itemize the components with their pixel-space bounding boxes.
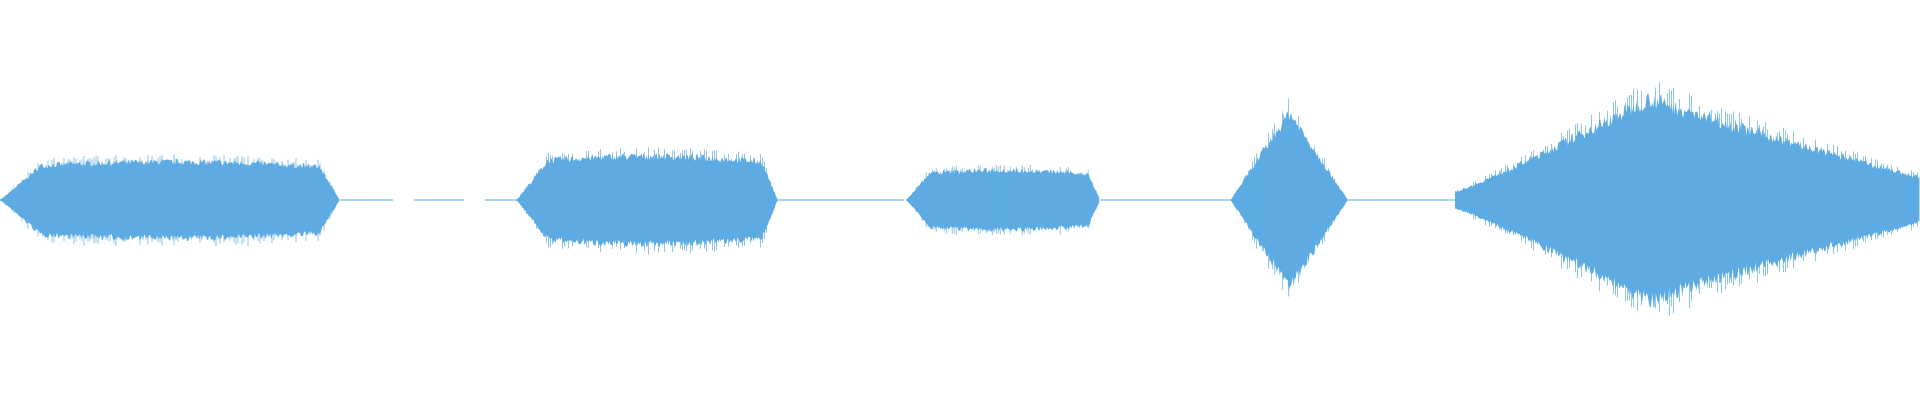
waveform-body (1455, 93, 1920, 309)
waveform-burst-4 (1230, 98, 1348, 297)
waveform-body (1230, 111, 1348, 293)
waveform-burst-5 (1455, 82, 1920, 316)
waveform-burst-2 (516, 147, 778, 255)
audio-burst-layer (0, 82, 1920, 316)
waveform-body (906, 168, 1100, 232)
waveform-burst-3 (906, 164, 1100, 236)
waveform-burst-1 (0, 154, 339, 247)
